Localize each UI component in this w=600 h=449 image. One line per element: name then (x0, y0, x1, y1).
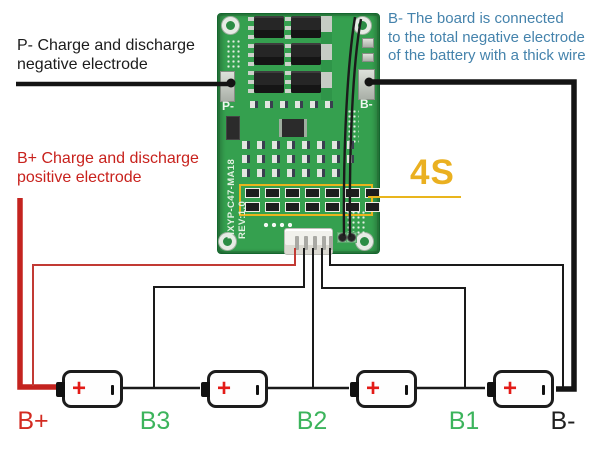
thermistor-wire-pad (338, 233, 347, 242)
board-black-wire (348, 18, 363, 238)
balance-resistor-highlight-box (239, 184, 380, 216)
negative-terminal-mark (542, 385, 545, 395)
plus-symbol: + (217, 375, 232, 402)
smd-component-row (242, 169, 342, 177)
thermistor-wire-pad (347, 233, 356, 242)
battery-cell-2: + (350, 370, 417, 408)
smd-resistor (325, 188, 340, 198)
smd-component-row (242, 155, 354, 163)
board-black-wire (342, 16, 357, 237)
mosfet (254, 16, 284, 38)
b-minus-note-line1: B- The board is connected (388, 10, 564, 27)
solder-pad-column (321, 16, 332, 100)
smd-resistor (245, 188, 260, 198)
battery-cell-3: + (201, 370, 268, 408)
positive-terminal-nub (350, 382, 359, 397)
connector-slot (313, 236, 317, 250)
b-minus-wire (369, 79, 577, 392)
smd-resistor (365, 202, 380, 212)
balance-connector (284, 228, 333, 255)
plus-symbol: + (72, 375, 87, 402)
balance-wire-b3 (153, 248, 305, 387)
balance-wire-b1 (321, 248, 466, 387)
smd-resistor (245, 202, 260, 212)
smd-resistor (305, 202, 320, 212)
p-minus-pad-silk-label: P- (222, 99, 234, 113)
mosfet-legs (285, 17, 291, 97)
p-minus-note-line1: P- Charge and discharge (17, 37, 195, 54)
positive-terminal-nub (56, 382, 65, 397)
plus-symbol: + (503, 375, 518, 402)
positive-terminal-nub (487, 382, 496, 397)
plus-symbol: + (366, 375, 381, 402)
smd-component-row (242, 141, 354, 149)
smd-resistor (345, 202, 360, 212)
balance-resistor-row (245, 188, 380, 198)
smd-component (226, 116, 240, 140)
mounting-hole (353, 16, 371, 34)
via-dot-field (226, 39, 240, 69)
b-minus-note-line2: to the total negative electrode (388, 28, 585, 46)
b-plus-note-line2: positive electrode (17, 169, 142, 186)
balance-wire-b-plus (32, 248, 296, 386)
p-minus-solder-dot (226, 78, 236, 88)
b-plus-note: B+ Charge and discharge positive electro… (17, 149, 199, 187)
terminal-label-b-plus: B+ (17, 407, 49, 435)
cell-count-label: 4S (410, 153, 455, 192)
mosfet (254, 43, 284, 65)
terminal-label-b2: B2 (296, 407, 328, 435)
mosfet (254, 71, 284, 93)
smd-resistor (285, 202, 300, 212)
balance-wire-b-minus (329, 248, 564, 387)
protection-ic (282, 119, 304, 137)
negative-terminal-mark (256, 385, 259, 395)
b-minus-pad-silk-label: B- (360, 97, 373, 111)
smd-resistor (325, 202, 340, 212)
mosfet (291, 43, 321, 65)
positive-terminal-nub (201, 382, 210, 397)
solder-hole-row (262, 221, 292, 229)
smd-component (362, 53, 374, 62)
terminal-label-b3: B3 (139, 407, 171, 435)
b-plus-wire (17, 198, 57, 390)
mosfet (291, 16, 321, 38)
battery-cell-4: + (56, 370, 123, 408)
smd-component-row (250, 101, 335, 108)
smd-resistor (285, 188, 300, 198)
b-minus-note: B- The board is connected to the total n… (388, 10, 586, 66)
battery-cell-1: + (487, 370, 554, 408)
p-minus-note-line2: negative electrode (17, 56, 148, 73)
negative-terminal-mark (405, 385, 408, 395)
mounting-hole (355, 232, 373, 250)
balance-resistor-row (245, 202, 380, 212)
b-minus-note-line3: of the battery with a thick wire (388, 47, 586, 64)
smd-resistor (305, 188, 320, 198)
connector-slot (329, 236, 333, 250)
mounting-hole (218, 232, 236, 250)
smd-resistor (345, 188, 360, 198)
smd-component (362, 38, 374, 48)
mosfet-legs (248, 17, 254, 97)
bms-board: P- B- HXYP-C47-MA18 (217, 13, 380, 255)
connector-slot (295, 236, 299, 250)
p-minus-note: P- Charge and discharge negative electro… (17, 36, 195, 74)
mosfet (291, 71, 321, 93)
connector-slot (322, 236, 326, 250)
b-minus-solder-dot (364, 77, 374, 87)
connector-slot (304, 236, 308, 250)
mounting-hole (221, 16, 239, 34)
terminal-label-b-minus: B- (550, 407, 576, 435)
negative-terminal-mark (111, 385, 114, 395)
smd-resistor (265, 202, 280, 212)
smd-resistor (265, 188, 280, 198)
terminal-label-b1: B1 (448, 407, 480, 435)
b-plus-note-line1: B+ Charge and discharge (17, 150, 199, 167)
